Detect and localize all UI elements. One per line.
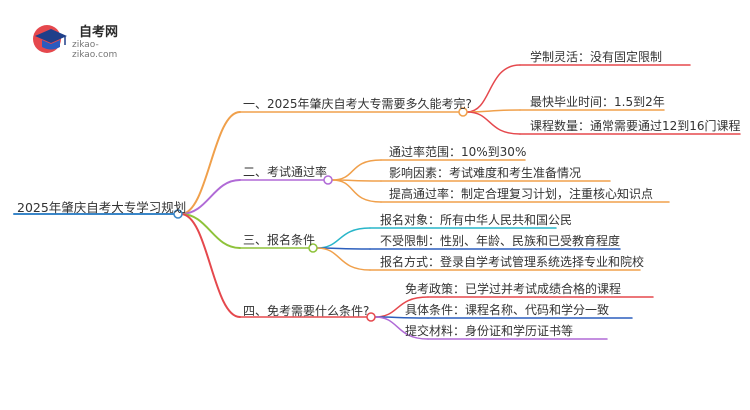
- branch-4-label: 四、免考需要什么条件?: [243, 304, 370, 318]
- branch-3-leaf-3-curve: [316, 247, 371, 271]
- branch-3-curve: [180, 213, 241, 249]
- root-topic: 2025年肇庆自考大专学习规划: [17, 200, 187, 215]
- branch-3-leaf-1-curve: [316, 227, 371, 249]
- logo-title: 自考网: [79, 25, 119, 40]
- branch-1-label: 一、2025年肇庆自考大专需要多久能考完?: [243, 97, 472, 111]
- branch-1-item-3: 课程数量：通常需要通过12到16门课程: [530, 119, 741, 133]
- branch-2-item-1: 通过率范围：10%到30%: [389, 145, 527, 159]
- branch-4-item-3: 提交材料：身份证和学历证书等: [405, 324, 574, 338]
- branch-1-leaf-1-curve: [466, 64, 521, 113]
- branch-1-leaf-3-curve: [466, 111, 521, 135]
- branch-3-item-2: 不受限制：性别、年龄、民族和已受教育程度: [380, 234, 621, 248]
- branch-3-label: 三、报名条件: [243, 233, 316, 247]
- branch-2-item-3: 提高通过率：制定合理复习计划，注重核心知识点: [389, 187, 654, 201]
- branch-4-node: [366, 312, 376, 322]
- branch-3-node: [308, 243, 318, 253]
- logo-subtitle: zikao-zikao.com: [72, 40, 118, 60]
- branch-2-label: 二、考试通过率: [243, 165, 328, 179]
- branch-4-item-2: 具体条件：课程名称、代码和学分一致: [405, 303, 610, 317]
- branch-4-item-1: 免考政策：已学过并考试成绩合格的课程: [405, 282, 622, 296]
- branch-1-item-1: 学制灵活：没有固定限制: [530, 50, 663, 64]
- branch-2-leaf-3-curve: [331, 179, 382, 203]
- branch-4-curve: [180, 213, 241, 318]
- root-node: [173, 209, 183, 219]
- branch-2-leaf-1-curve: [331, 159, 382, 181]
- site-logo: 自考网 zikao-zikao.com: [30, 20, 140, 60]
- branch-2-node: [323, 175, 333, 185]
- branch-3-item-1: 报名对象：所有中华人民共和国公民: [380, 213, 573, 227]
- branch-4-leaf-3-curve: [374, 316, 429, 340]
- graduation-cap-icon: [33, 25, 67, 53]
- branch-1-item-2: 最快毕业时间：1.5到2年: [530, 95, 665, 109]
- branch-2-curve: [180, 179, 241, 215]
- branch-2-item-2: 影响因素：考试难度和考生准备情况: [389, 166, 582, 180]
- branch-1-curve: [180, 111, 241, 215]
- branch-1-node: [458, 107, 468, 117]
- branch-3-item-3: 报名方式：登录自学考试管理系统选择专业和院校: [380, 255, 645, 269]
